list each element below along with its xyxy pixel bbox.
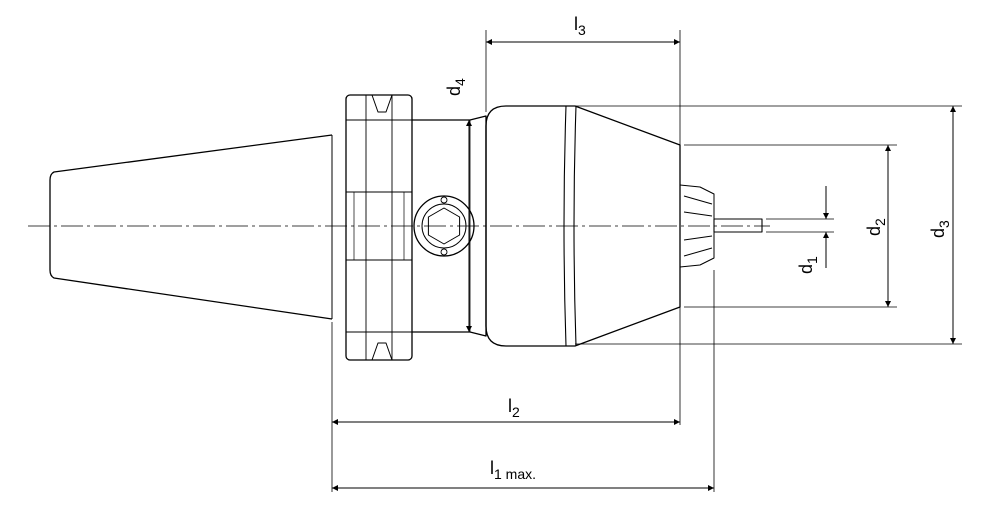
flange: [345, 94, 413, 361]
extension-lines: [331, 30, 962, 492]
label-d3: d3: [928, 220, 952, 238]
dimension-lines: [332, 39, 956, 491]
label-l2: l2: [508, 396, 520, 420]
taper: [49, 134, 333, 320]
label-d4: d4: [444, 78, 468, 96]
tool-body: [49, 94, 763, 361]
label-l1: l1 max.: [490, 458, 536, 482]
label-l3: l3: [574, 14, 586, 38]
label-d1: d1: [796, 256, 820, 274]
drill-bit: [713, 218, 763, 233]
label-d2: d2: [864, 218, 888, 236]
